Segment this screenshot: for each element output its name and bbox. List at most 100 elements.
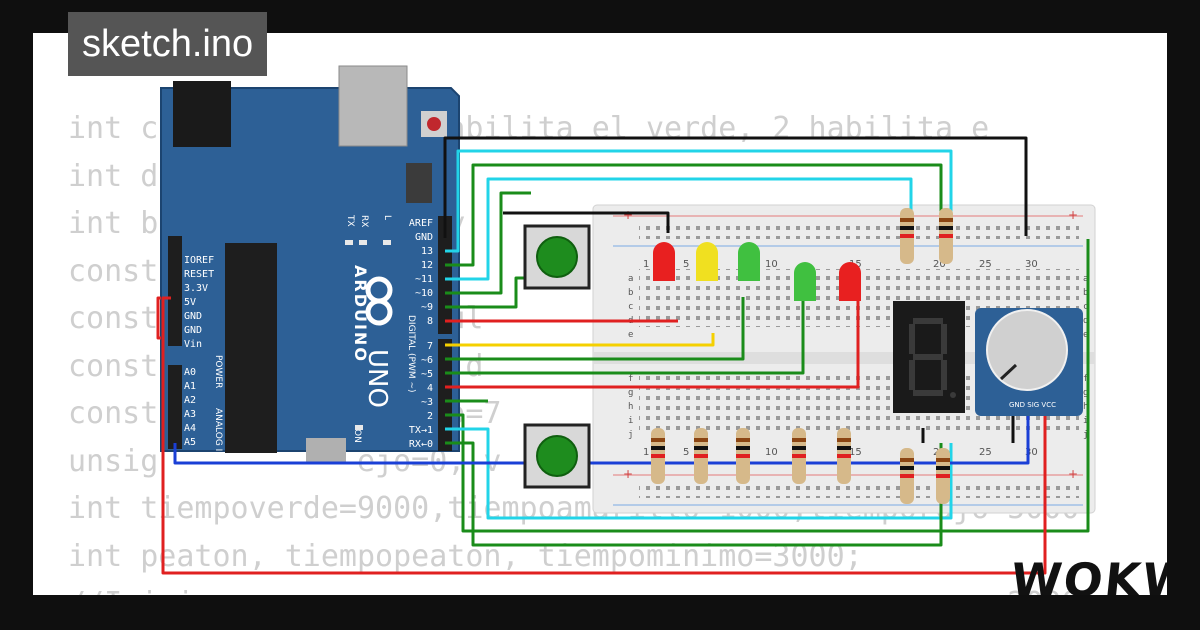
power-jack: [173, 81, 231, 147]
red-led: [653, 242, 675, 281]
row-label: i: [1083, 416, 1088, 426]
green-led: [738, 242, 760, 281]
red-led: [839, 262, 861, 301]
pin-label: IOREF: [184, 255, 214, 266]
microcontroller-chip: [225, 243, 277, 453]
resistor: [900, 208, 914, 264]
on-led-label: ON: [352, 429, 362, 443]
resistor: [792, 428, 806, 484]
resistor: [900, 448, 914, 504]
pin-label: RX←0: [409, 439, 433, 450]
column-label: 5: [683, 259, 689, 270]
row-label: i: [628, 416, 633, 426]
arduino-brand: ARDUINO: [351, 265, 370, 363]
column-label: 30: [1025, 447, 1038, 458]
pin-label: 5V: [184, 297, 196, 308]
pin-label: 2: [427, 411, 433, 422]
pin-label: 8: [427, 316, 433, 327]
pin-label: ~11: [415, 274, 433, 285]
row-label: c: [628, 302, 633, 312]
pin-label: ~6: [421, 355, 433, 366]
row-label: e: [628, 330, 633, 340]
resistor: [694, 428, 708, 484]
pin-label: GND: [184, 311, 202, 322]
column-label: 1: [643, 447, 649, 458]
push-button[interactable]: [523, 224, 591, 290]
pin-label: TX→1: [409, 425, 433, 436]
pin-label: ~10: [415, 288, 433, 299]
pin-label: ~3: [421, 397, 433, 408]
pin-label: A0: [184, 367, 196, 378]
row-label: j: [628, 430, 633, 440]
row-label: c: [1083, 302, 1088, 312]
wokwi-logo: WOKWi: [1008, 553, 1167, 595]
arduino-logo: [365, 276, 393, 326]
file-title: sketch.ino: [68, 12, 268, 76]
pin-label: AREF: [409, 218, 433, 229]
pin-label: ~5: [421, 369, 433, 380]
pin-label: GND: [184, 325, 202, 336]
column-label: 30: [1025, 259, 1038, 270]
digital-header-label: DIGITAL (PWM ~): [406, 315, 416, 393]
row-label: a: [628, 274, 633, 284]
pin-label: 13: [421, 246, 433, 257]
analog-header-label: ANALOG IN: [213, 408, 223, 458]
row-label: d: [1083, 316, 1088, 326]
power-header-label: POWER: [213, 355, 223, 388]
green-led: [794, 262, 816, 301]
column-label: 25: [979, 447, 992, 458]
row-label: g: [628, 388, 633, 398]
preview-card: int c o= 1 habilita el verde, 2 habilita…: [33, 33, 1167, 595]
resistor: [837, 428, 851, 484]
column-label: 10: [765, 447, 778, 458]
pin-label: 4: [427, 383, 433, 394]
pin-label: RESET: [184, 269, 214, 280]
seven-segment-display: [893, 301, 965, 413]
column-label: 5: [683, 447, 689, 458]
pin-label: A2: [184, 395, 196, 406]
resistor: [939, 208, 953, 264]
circuit-diagram: + + + + a b c d e a b c d e f g h i j f: [156, 65, 1096, 575]
row-label: e: [1083, 330, 1088, 340]
column-label: 15: [849, 447, 862, 458]
pin-label: 12: [421, 260, 433, 271]
pin-label: Vin: [184, 339, 202, 350]
row-label: g: [1083, 388, 1088, 398]
row-label: h: [628, 402, 633, 412]
arduino-board: IOREF RESET 3.3V 5V GND GND Vin A0 A1 A2…: [160, 65, 460, 462]
row-label: f: [628, 374, 633, 384]
push-button[interactable]: [523, 423, 591, 489]
row-label: b: [1083, 288, 1088, 298]
l-led-label: L: [382, 215, 392, 220]
tx-label: TX: [345, 214, 355, 227]
column-label: 10: [765, 259, 778, 270]
pot-pin-labels: GND SIG VCC: [1009, 401, 1056, 409]
resistor: [936, 448, 950, 504]
row-label: j: [1083, 430, 1088, 440]
row-label: f: [1083, 374, 1088, 384]
usb-port: [338, 65, 408, 147]
row-label: b: [628, 288, 633, 298]
column-label: 1: [643, 259, 649, 270]
column-label: 25: [979, 259, 992, 270]
reset-button[interactable]: [427, 117, 441, 131]
rx-label: RX: [359, 215, 369, 227]
row-label: h: [1083, 402, 1088, 412]
pin-label: A3: [184, 409, 196, 420]
resistor: [736, 428, 750, 484]
svg-text:+: +: [1068, 208, 1078, 222]
yellow-led: [696, 242, 718, 281]
resistor: [651, 428, 665, 484]
pin-label: GND: [415, 232, 433, 243]
pin-label: 7: [427, 341, 433, 352]
svg-text:+: +: [623, 467, 633, 481]
column-label: 20: [933, 259, 946, 270]
svg-text:+: +: [623, 208, 633, 222]
pin-label: ~9: [421, 302, 433, 313]
potentiometer[interactable]: GND SIG VCC: [975, 308, 1083, 416]
arduino-model: UNO: [362, 349, 392, 408]
row-label: a: [1083, 274, 1088, 284]
pin-label: A4: [184, 423, 196, 434]
svg-text:+: +: [1068, 467, 1078, 481]
pin-label: A5: [184, 437, 196, 448]
